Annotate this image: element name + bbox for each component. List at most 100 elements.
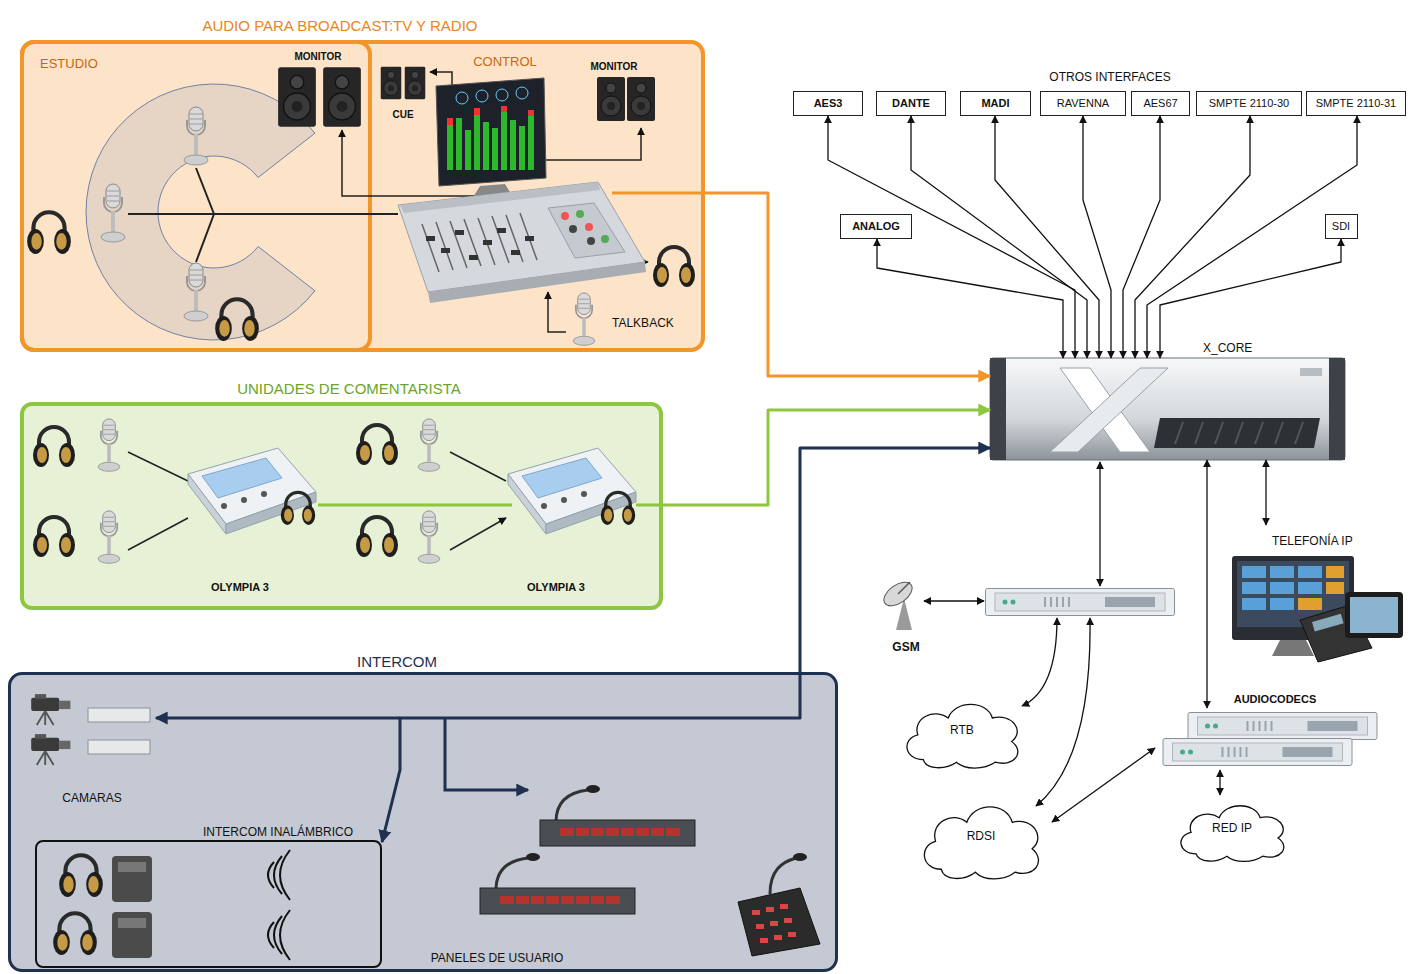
group-title: INTERCOM xyxy=(357,653,437,670)
control-illustration xyxy=(496,89,508,101)
control-illustration xyxy=(569,225,577,233)
interface-box: SMPTE 2110-31 xyxy=(1306,91,1406,116)
network-illustration xyxy=(1272,640,1314,656)
intercom-illustration xyxy=(118,862,146,872)
intercom-illustration xyxy=(526,853,540,861)
interface-box: MADI xyxy=(960,91,1031,116)
text-holder: AUDIO PARA BROADCAST:TV Y RADIO xyxy=(202,17,477,35)
network-cloud: RDSI xyxy=(910,793,1052,881)
control-illustration xyxy=(585,223,593,231)
control-illustration xyxy=(601,235,609,243)
intercom-illustration xyxy=(575,828,665,836)
network-illustration xyxy=(898,582,910,594)
control-illustration xyxy=(436,78,546,186)
text-holder: INTERCOM xyxy=(357,653,437,671)
network-illustration xyxy=(1300,605,1372,662)
intercom-illustration xyxy=(793,853,807,861)
control-illustration xyxy=(548,292,566,332)
text-holder: CONTROL xyxy=(473,52,537,70)
group-title: AUDIO PARA BROADCAST:TV Y RADIO xyxy=(202,17,477,34)
connector-arrow xyxy=(911,116,1087,358)
network-illustration xyxy=(880,577,917,610)
network-illustration xyxy=(1350,597,1398,633)
interface-name: MADI xyxy=(981,97,1009,110)
commentary-illustration xyxy=(356,425,398,465)
interface-box: AES67 xyxy=(1131,91,1190,116)
control-illustration xyxy=(600,261,648,263)
network-illustration xyxy=(880,358,1403,806)
intercom-illustration xyxy=(738,888,820,956)
network-illustration xyxy=(1237,561,1349,627)
intercom-illustration xyxy=(88,708,150,722)
text-holder: INTERCOM INALÁMBRICO xyxy=(203,822,353,840)
network-illustration xyxy=(896,598,912,630)
network-name: RDSI xyxy=(967,830,996,844)
text-label: PANELES DE USUARIO xyxy=(431,951,563,965)
connector-arrow xyxy=(995,116,1099,358)
interface-name: SMPTE 2110-31 xyxy=(1316,97,1397,110)
commentary-illustration xyxy=(418,511,440,563)
control-illustration xyxy=(627,77,655,121)
intercom-illustration xyxy=(480,888,635,914)
interface-name: ANALOG xyxy=(852,220,900,233)
group-title: UNIDADES DE COMENTARISTA xyxy=(237,380,461,397)
studio-illustration xyxy=(184,263,208,321)
intercom-illustration xyxy=(515,896,605,904)
text-holder: GSM xyxy=(892,637,919,655)
connector-arrow xyxy=(705,193,990,376)
control-illustration xyxy=(576,210,584,218)
network-illustration xyxy=(1329,358,1345,460)
device-name: AUDIOCODECS xyxy=(1234,693,1317,705)
network-illustration xyxy=(1232,556,1354,640)
text-holder: TELEFONÍA IP xyxy=(1272,531,1353,549)
studio-illustration xyxy=(184,107,208,165)
text-label: CONTROL xyxy=(473,54,537,69)
intercom-illustration xyxy=(770,858,796,894)
commentary-illustration xyxy=(98,419,120,471)
control-illustration xyxy=(470,184,515,202)
network-illustration xyxy=(1022,618,1057,706)
network-illustration xyxy=(990,358,1345,460)
text-holder: MONITOR xyxy=(294,46,341,64)
commentary-illustration xyxy=(128,452,506,550)
text-label: CAMARAS xyxy=(62,791,121,805)
control-illustration xyxy=(450,112,531,170)
intercom-illustration xyxy=(112,912,152,958)
control-illustration xyxy=(587,237,595,245)
commentary-illustration xyxy=(356,517,398,557)
control-illustration xyxy=(548,203,625,258)
text-label: GSM xyxy=(892,640,919,654)
intercom-illustration xyxy=(88,740,150,754)
text-holder: CAMARAS xyxy=(62,788,121,806)
control-illustration xyxy=(573,293,595,345)
control-illustration xyxy=(342,130,482,196)
text-holder: X_CORE xyxy=(1203,338,1252,356)
network-illustration xyxy=(1036,618,1090,806)
network-illustration xyxy=(1345,592,1403,638)
interface-name: SDI xyxy=(1332,220,1350,233)
control-illustration xyxy=(422,213,537,272)
connector-arrow xyxy=(1147,116,1357,358)
control-illustration xyxy=(450,106,531,125)
control-illustration xyxy=(428,262,646,303)
network-illustration xyxy=(1050,368,1168,452)
connector-arrow xyxy=(1052,748,1155,822)
interface-box: RAVENNA xyxy=(1040,91,1126,116)
connector-arrow xyxy=(828,116,1075,358)
network-cloud: RTB xyxy=(893,692,1031,770)
interface-box: DANTE xyxy=(876,91,946,116)
group-panel: AUDIO PARA BROADCAST:TV Y RADIOESTUDIO xyxy=(20,40,705,352)
studio-illustration xyxy=(101,184,125,242)
intercom-illustration xyxy=(118,918,146,928)
connector-arrow xyxy=(663,410,990,505)
text-label: CUE xyxy=(392,109,413,120)
control-illustration xyxy=(476,90,488,102)
connector-arrow xyxy=(1123,116,1160,358)
text-holder: PANELES DE USUARIO xyxy=(431,948,563,966)
interface-box: SDI xyxy=(1325,214,1358,239)
connector-arrow xyxy=(1135,116,1250,358)
network-illustration xyxy=(1242,566,1322,610)
group-panel: INTERCOMINTERCOM INALÁMBRICO xyxy=(8,672,838,972)
studio-illustration xyxy=(27,212,71,254)
